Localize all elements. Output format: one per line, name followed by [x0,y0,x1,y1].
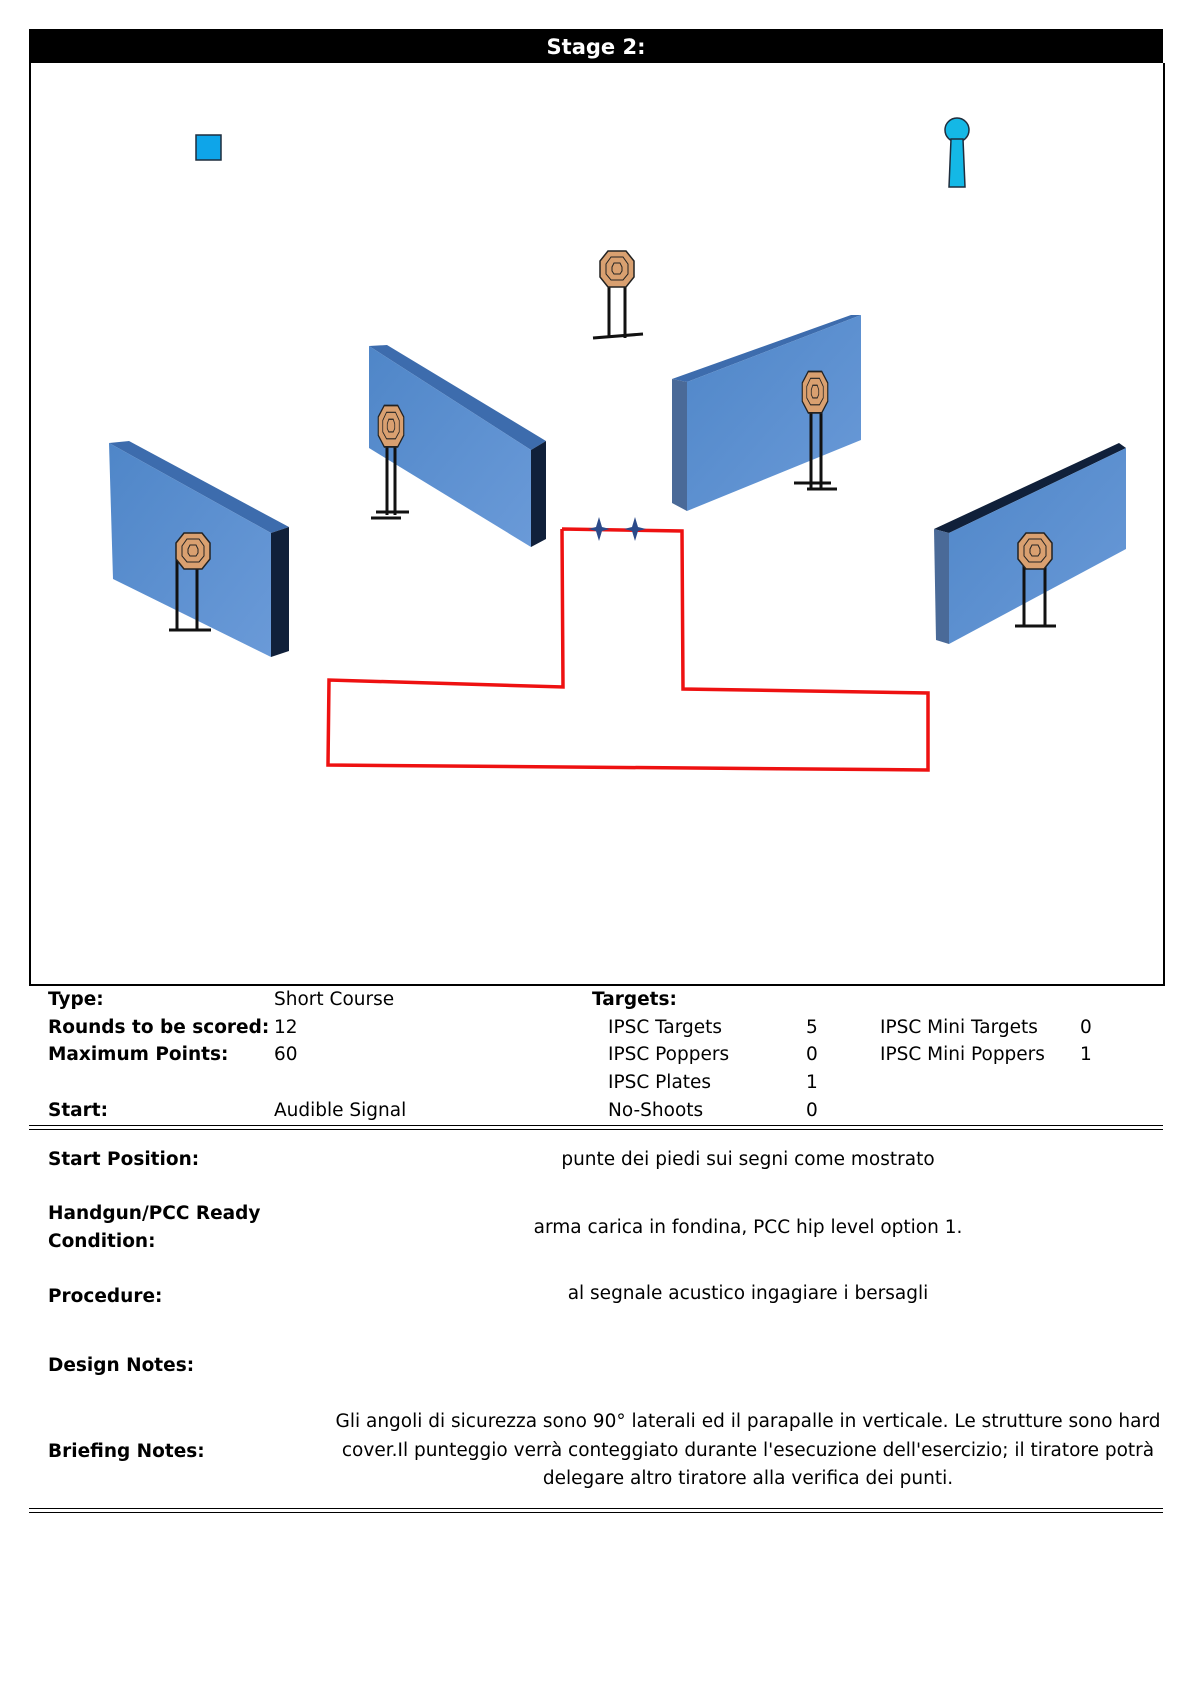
stage-title: Stage 2: [546,34,646,59]
procedure-label: Procedure: [48,1286,163,1307]
stage-info: Type: Short Course Rounds to be scored: … [48,989,1158,1121]
ready-condition-label-line2: Condition: [48,1231,156,1252]
type-value: Short Course [274,989,395,1010]
ready-condition-label-line1: Handgun/PCC Ready [48,1203,261,1224]
mini-target-count: 1 [1080,1044,1092,1065]
diagram-canvas [109,117,1126,772]
wall-right-inner [672,315,861,511]
targets-label: Targets: [592,989,677,1010]
briefing-notes-value: Gli angoli di sicurezza sono 90° lateral… [298,1408,1191,1494]
mini-popper-icon [944,117,970,188]
target-type-name: IPSC Plates [608,1072,712,1093]
briefing-notes-label: Briefing Notes: [48,1441,205,1462]
fault-line [326,527,930,772]
target-type-count: 0 [806,1100,818,1121]
target-left-inner [371,404,409,520]
target-left-outer [169,532,211,632]
wall-left-inner [369,345,546,547]
stage-title-bar: Stage 2: [29,29,1163,64]
ready-condition-value: arma carica in fondina, PCC hip level op… [533,1217,963,1238]
target-right-inner [794,370,837,491]
points-label: Maximum Points: [48,1044,229,1065]
start-label: Start: [48,1100,109,1121]
divider-double-bottom [29,1508,1163,1513]
start-position-marks [588,517,646,541]
start-position-label: Start Position: [48,1149,200,1170]
plate-square [195,134,222,161]
rounds-value: 12 [274,1017,298,1038]
target-type-count: 0 [806,1044,818,1065]
mini-target-name: IPSC Mini Poppers [880,1044,1045,1065]
start-value: Audible Signal [274,1100,407,1121]
target-right-outer [1015,532,1056,628]
divider-double [29,1125,1163,1130]
target-type-count: 5 [806,1017,818,1038]
mini-target-count: 0 [1080,1017,1092,1038]
target-center-top [592,250,644,340]
start-position-value: punte dei piedi sui segni come mostrato [561,1149,935,1170]
mini-target-name: IPSC Mini Targets [880,1017,1038,1038]
points-value: 60 [274,1044,298,1065]
procedure-value: al segnale acustico ingagiare i bersagli [567,1283,929,1304]
type-label: Type: [48,989,104,1010]
rounds-label: Rounds to be scored: [48,1017,270,1038]
target-type-count: 1 [806,1072,818,1093]
design-notes-label: Design Notes: [48,1355,195,1376]
briefing-notes-line: delegare altro tiratore alla verifica de… [542,1468,954,1489]
target-type-name: IPSC Targets [608,1017,723,1038]
briefing-notes-line: cover.Il punteggio verrà conteggiato dur… [341,1439,1155,1461]
target-type-name: IPSC Poppers [608,1044,730,1065]
briefing-notes-line: Gli angoli di sicurezza sono 90° lateral… [335,1411,1161,1432]
stage-diagram [29,63,1165,986]
ready-condition-label: Handgun/PCC Ready Condition: [48,1200,288,1256]
target-type-name: No-Shoots [608,1100,704,1121]
